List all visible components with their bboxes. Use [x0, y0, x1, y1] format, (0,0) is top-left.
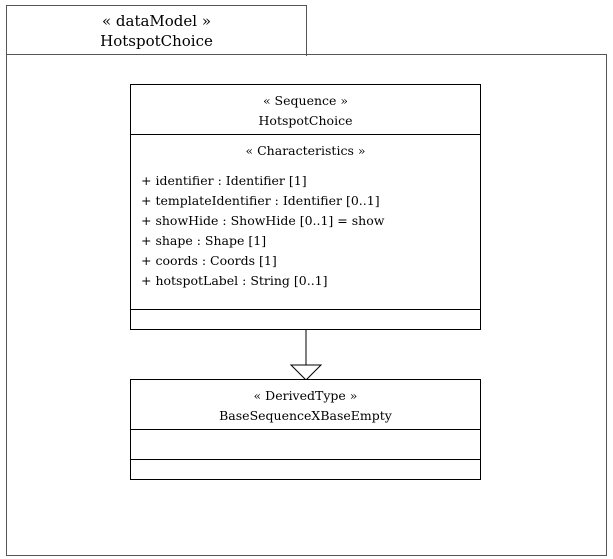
attribute-shape: + shape : Shape [1]	[141, 233, 267, 248]
operations-divider	[131, 459, 480, 460]
class-stereotype: « DerivedType »	[253, 388, 358, 403]
class-base-sequence[interactable]: « DerivedType » BaseSequenceXBaseEmpty	[130, 379, 481, 480]
class-hotspot-choice[interactable]: « Sequence » HotspotChoice « Characteris…	[130, 84, 481, 330]
package-stereotype: « dataModel »	[101, 12, 212, 30]
package-name: HotspotChoice	[100, 32, 213, 50]
class-header-divider	[131, 134, 480, 135]
class-name: BaseSequenceXBaseEmpty	[219, 408, 392, 423]
attribute-hotspot-label: + hotspotLabel : String [0..1]	[141, 273, 328, 288]
class-name: HotspotChoice	[258, 113, 353, 128]
attribute-coords: + coords : Coords [1]	[141, 253, 277, 268]
attribute-show-hide: + showHide : ShowHide [0..1] = show	[141, 213, 385, 228]
class-stereotype: « Sequence »	[262, 93, 349, 108]
attribute-identifier: + identifier : Identifier [1]	[141, 173, 307, 188]
class-header-divider	[131, 429, 480, 430]
package-tab: « dataModel » HotspotChoice	[6, 5, 307, 56]
operations-divider	[131, 309, 480, 310]
package-body	[6, 54, 607, 556]
generalization-arrowhead	[289, 364, 323, 381]
attribute-template-identifier: + templateIdentifier : Identifier [0..1]	[141, 193, 380, 208]
characteristics-title: « Characteristics »	[245, 143, 366, 158]
